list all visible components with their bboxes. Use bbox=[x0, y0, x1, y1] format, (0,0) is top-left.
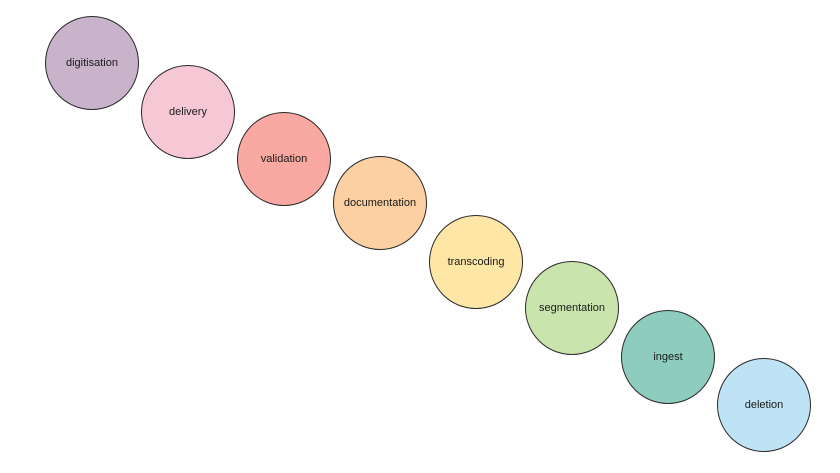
stage-label: delivery bbox=[169, 106, 207, 118]
stage-label: transcoding bbox=[447, 256, 505, 268]
stage-label: ingest bbox=[653, 351, 683, 363]
stage-segmentation: segmentation bbox=[525, 261, 619, 355]
stage-transcoding: transcoding bbox=[429, 215, 523, 309]
stage-label: validation bbox=[260, 153, 308, 165]
stage-label: deletion bbox=[744, 399, 784, 411]
stage-ingest: ingest bbox=[621, 310, 715, 404]
stage-label: documentation bbox=[343, 197, 417, 209]
stage-validation: validation bbox=[237, 112, 331, 206]
stage-documentation: documentation bbox=[333, 156, 427, 250]
stage-label: digitisation bbox=[66, 57, 118, 69]
stage-deletion: deletion bbox=[717, 358, 811, 452]
stage-label: segmentation bbox=[538, 302, 606, 314]
stage-delivery: delivery bbox=[141, 65, 235, 159]
stage-digitisation: digitisation bbox=[45, 16, 139, 110]
